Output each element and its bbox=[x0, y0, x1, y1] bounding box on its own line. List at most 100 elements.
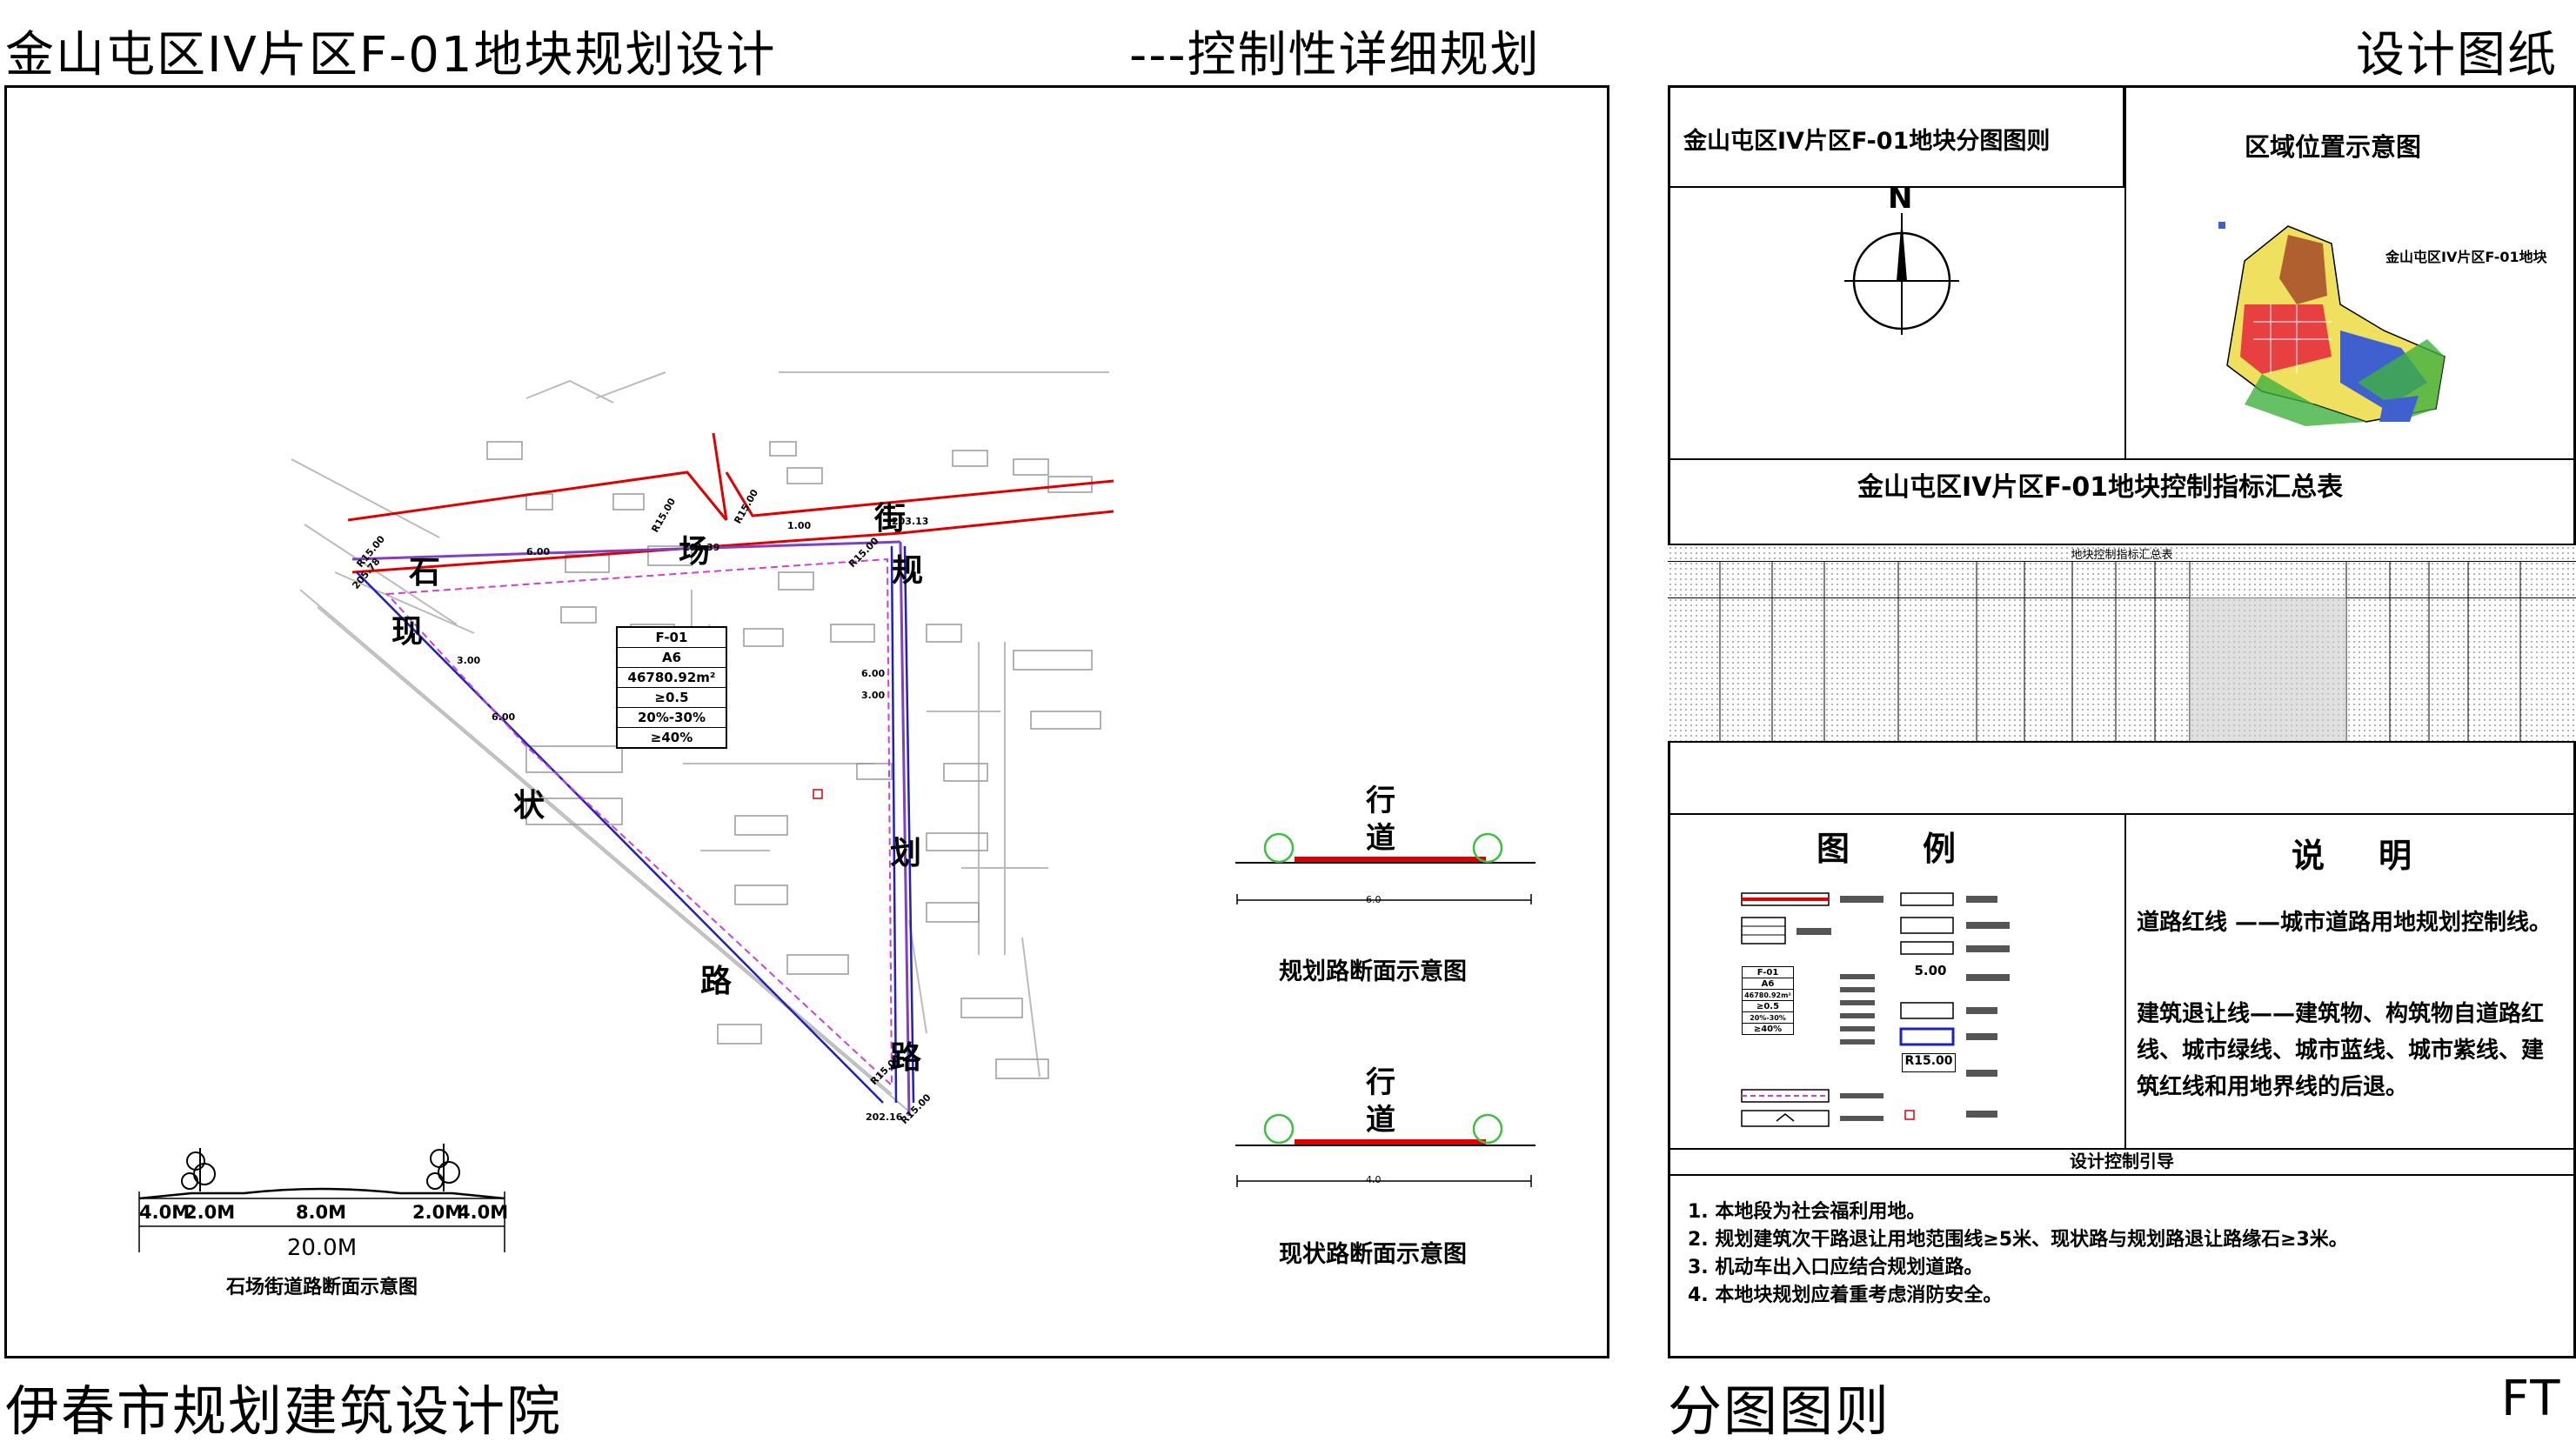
section-total: 20.0M bbox=[286, 1235, 358, 1261]
row-divider bbox=[1668, 741, 2576, 743]
exist-sec-caption: 现状路断面示意图 bbox=[1279, 1241, 1467, 1268]
segment-label: 4.0M bbox=[458, 1202, 509, 1223]
svg-text:1.00: 1.00 bbox=[787, 520, 811, 531]
drawing-type: 设计图纸 bbox=[2356, 27, 2558, 83]
guide-item: 3. 机动车出入口应结合规划道路。 bbox=[1688, 1257, 1984, 1278]
segment-label: 4.0M bbox=[139, 1202, 191, 1223]
segment-label: 2.0M bbox=[184, 1202, 236, 1223]
legend-title-a: 图 bbox=[1817, 830, 1850, 868]
plan-sec-caption: 规划路断面示意图 bbox=[1279, 958, 1467, 985]
table-caption: 地块控制指标汇总表 bbox=[1668, 545, 2576, 562]
location-map bbox=[2218, 222, 2446, 426]
exist-sec-label-top: 行 bbox=[1366, 1065, 1395, 1100]
svg-text:R15.00: R15.00 bbox=[846, 535, 881, 570]
vertical-divider bbox=[2124, 85, 2126, 459]
svg-text:202.16: 202.16 bbox=[866, 1111, 903, 1123]
legend-parcel-line: F-01 bbox=[1743, 967, 1793, 978]
svg-text:R15.00: R15.00 bbox=[649, 496, 678, 534]
svg-text:R15.00: R15.00 bbox=[899, 1091, 933, 1126]
location-title: 区域位置示意图 bbox=[2245, 132, 2422, 162]
shichang-section-drawing bbox=[138, 1144, 505, 1252]
parcel-boundary bbox=[385, 557, 893, 1088]
svg-text:3.00: 3.00 bbox=[457, 655, 480, 666]
segment-label: 2.0M bbox=[412, 1202, 464, 1223]
map-frame bbox=[4, 85, 1609, 1358]
parcel-density: 20%-30% bbox=[618, 708, 726, 728]
row-divider bbox=[1668, 1148, 2576, 1150]
site-plan: R15.00 205.78 R15.00 R15.00 201.39 6.00 … bbox=[291, 371, 1114, 1126]
sheet-name: 分图图则 bbox=[1668, 1379, 1891, 1443]
sheet-title: 金山屯区IV片区F-01地块分图图则 bbox=[1683, 128, 2051, 155]
svg-text:6.00: 6.00 bbox=[526, 546, 550, 557]
segment-label: 8.0M bbox=[295, 1202, 347, 1223]
section-segments: 4.0M 2.0M 8.0M 2.0M 4.0M bbox=[139, 1202, 509, 1223]
organization-name: 伊春市规划建筑设计院 bbox=[5, 1379, 563, 1443]
road-char: 路 bbox=[890, 1040, 922, 1076]
exist-section-drawing bbox=[1235, 1113, 1536, 1187]
sheet-code: FT bbox=[2501, 1371, 2562, 1427]
road-char: 划 bbox=[890, 836, 921, 871]
notes-text-1: 道路红线 ——城市道路用地规划控制线。 bbox=[2137, 910, 2553, 936]
plan-sec-label-bottom: 道 bbox=[1366, 821, 1395, 856]
parcel-area: 46780.92m² bbox=[618, 668, 726, 688]
section-caption: 石场街道路断面示意图 bbox=[225, 1277, 418, 1298]
road-char: 石 bbox=[409, 555, 440, 591]
notes-title-b: 明 bbox=[2379, 837, 2412, 875]
north-label: N bbox=[1888, 181, 1913, 216]
road-char: 现 bbox=[391, 614, 423, 650]
legend-parcel-line: ≥0.5 bbox=[1743, 1001, 1793, 1012]
legend-parcel-line: A6 bbox=[1743, 978, 1793, 990]
road-char: 路 bbox=[700, 964, 733, 999]
legend-symbols bbox=[1741, 892, 2010, 1127]
svg-text:6.00: 6.00 bbox=[861, 668, 885, 679]
row-divider bbox=[1668, 458, 2576, 460]
parcel-landuse: A6 bbox=[618, 648, 726, 668]
plan-sec-label-top: 行 bbox=[1366, 784, 1395, 818]
table-title: 金山屯区IV片区F-01地块控制指标汇总表 bbox=[1857, 472, 2344, 503]
guide-item: 1. 本地段为社会福利用地。 bbox=[1688, 1201, 1926, 1223]
legend-dim-sample: 5.00 bbox=[1914, 963, 1947, 978]
parcel-green: ≥40% bbox=[650, 730, 693, 745]
parcel-far: ≥0.5 bbox=[618, 688, 726, 708]
notes-text-2: 建筑退让线——建筑物、构筑物自道路红线、城市绿线、城市蓝线、城市紫线、建筑红线和… bbox=[2137, 1001, 2545, 1100]
table-header-row bbox=[1668, 561, 2576, 598]
guide-title: 设计控制引导 bbox=[1668, 1148, 2576, 1176]
center-marker bbox=[813, 789, 823, 799]
road-char: 状 bbox=[513, 788, 545, 824]
legend-parcel-line: 20%-30% bbox=[1743, 1012, 1793, 1024]
row-divider bbox=[1668, 544, 2576, 545]
row-divider bbox=[1668, 813, 2576, 815]
svg-text:203.13: 203.13 bbox=[892, 516, 928, 527]
red-road-lines bbox=[347, 432, 1114, 574]
indicator-table bbox=[1668, 545, 2576, 742]
svg-text:201.39: 201.39 bbox=[683, 542, 719, 553]
tree-left bbox=[181, 1148, 216, 1191]
plan-sec-dim: 6.0 bbox=[1366, 894, 1382, 905]
legend-title-b: 例 bbox=[1923, 830, 1957, 868]
parcel-info-box: F-01 A6 46780.92m² ≥0.5 20%-30% ≥40% bbox=[616, 626, 727, 749]
legend-parcel-line: 46780.92m² bbox=[1743, 990, 1793, 1001]
legend-parcel-box: F-01 A6 46780.92m² ≥0.5 20%-30% ≥40% bbox=[1742, 966, 1794, 1035]
svg-text:3.00: 3.00 bbox=[861, 690, 885, 701]
purple-setback-line bbox=[351, 540, 911, 1117]
legend-radius-sample: R15.00 bbox=[1902, 1053, 1956, 1072]
vertical-divider bbox=[2124, 813, 2126, 1148]
plan-section-drawing bbox=[1235, 832, 1536, 904]
north-arrow-icon bbox=[1844, 213, 1959, 335]
exist-sec-dim: 4.0 bbox=[1366, 1174, 1382, 1185]
table-grid bbox=[1719, 561, 2521, 742]
road-char: 规 bbox=[892, 553, 923, 589]
legend-parcel-line: ≥40% bbox=[1753, 1024, 1783, 1034]
notes-title-a: 说 bbox=[2292, 837, 2325, 875]
svg-text:6.00: 6.00 bbox=[492, 711, 515, 723]
road-names: 石 场 街 现 状 路 规 划 路 bbox=[391, 501, 923, 1076]
drawing-subtitle: ---控制性详细规划 bbox=[1129, 27, 1541, 83]
tree-right bbox=[426, 1144, 460, 1191]
guide-list: 1. 本地段为社会福利用地。 2. 规划建筑次干路退让用地范围线≥5米、现状路与… bbox=[1688, 1198, 2348, 1310]
blue-road-lines bbox=[356, 545, 915, 1104]
sheet-title-cell bbox=[1668, 85, 2124, 188]
svg-text:R15.00: R15.00 bbox=[732, 487, 760, 525]
exist-sec-label-bottom: 道 bbox=[1366, 1103, 1395, 1138]
drawing-title: 金山屯区IV片区F-01地块规划设计 bbox=[5, 27, 777, 83]
road-char: 街 bbox=[873, 501, 906, 537]
